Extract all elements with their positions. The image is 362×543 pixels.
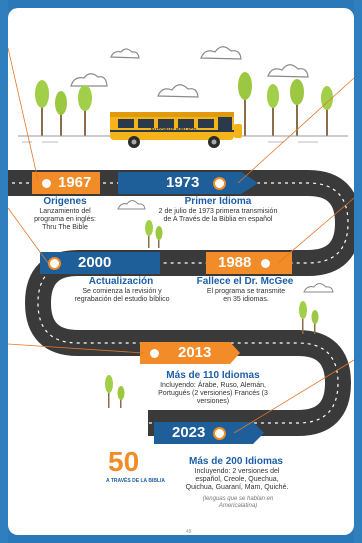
year-label: 2023 xyxy=(172,424,206,441)
year-banner-2023: 2023 xyxy=(154,422,264,444)
tree-icon xyxy=(105,220,319,408)
timeline-dot xyxy=(259,256,273,270)
milestone-title: Primer Idioma xyxy=(184,196,252,207)
timeline-dot xyxy=(213,176,227,190)
cloud-icon xyxy=(117,200,146,210)
milestone-body: Incluyendo: Árabe, Ruso, Alemán, Portugu… xyxy=(158,382,268,405)
pointer-lines xyxy=(8,47,354,434)
year-banner-1967: 1967 xyxy=(32,172,100,194)
anniversary-logo: 50 A TRAVÉS DE LA BIBLIA xyxy=(102,446,165,490)
timeline-dot xyxy=(148,346,161,360)
cloud-icon xyxy=(303,283,334,293)
tree-icon xyxy=(35,72,333,136)
bus-label: AUTOBUS BIBLICO xyxy=(150,128,197,134)
bus-icon xyxy=(110,112,242,148)
scenery xyxy=(18,46,348,148)
small-decor xyxy=(8,47,354,434)
year-banner-2013: 2013 xyxy=(140,342,240,364)
year-banner-1988: 1988 xyxy=(206,252,292,274)
year-banner-1973: 1973 xyxy=(118,172,258,194)
logo-number: 50 xyxy=(108,446,140,477)
milestone-title: Más de 110 Idiomas xyxy=(166,370,260,381)
road xyxy=(8,170,354,436)
frame-right xyxy=(354,0,362,543)
page-number: 48 xyxy=(186,529,192,535)
milestone-note: (lenguas que se hablan en Americalatina) xyxy=(202,496,274,509)
milestone-body: Incluyendo: 2 versiones del español, Cre… xyxy=(185,468,289,491)
milestone-body: El programa se transmite en 35 idiomas. xyxy=(206,288,286,303)
year-label: 2013 xyxy=(178,344,212,361)
timeline-dot xyxy=(40,176,53,190)
year-banner-2000: 2000 xyxy=(40,252,160,274)
milestone-title: Fallece el Dr. McGee xyxy=(196,276,294,287)
year-label: 1988 xyxy=(218,254,252,271)
year-label: 1967 xyxy=(58,174,92,191)
timeline-card: AUTOBUS BIBLICO 1967 1973 2000 1988 2013… xyxy=(8,8,354,535)
timeline-dot xyxy=(213,426,227,440)
timeline-dot xyxy=(48,256,61,270)
milestone-body: 2 de julio de 1973 primera transmisión d… xyxy=(158,208,278,223)
milestone-title: Origenes xyxy=(43,196,87,207)
milestone-title: Más de 200 Idiomas xyxy=(189,456,283,467)
frame-left xyxy=(0,0,8,543)
year-label: 2000 xyxy=(78,254,112,271)
cloud-icon xyxy=(70,46,309,98)
milestone-body: Se comienza la revisión y regrabación de… xyxy=(74,288,170,303)
milestone-body: Lanzamiento del programa en inglés: Thru… xyxy=(34,208,96,231)
year-label: 1973 xyxy=(166,174,200,191)
milestone-title: Actualización xyxy=(88,276,154,287)
logo-subtitle: A TRAVÉS DE LA BIBLIA xyxy=(106,478,165,484)
